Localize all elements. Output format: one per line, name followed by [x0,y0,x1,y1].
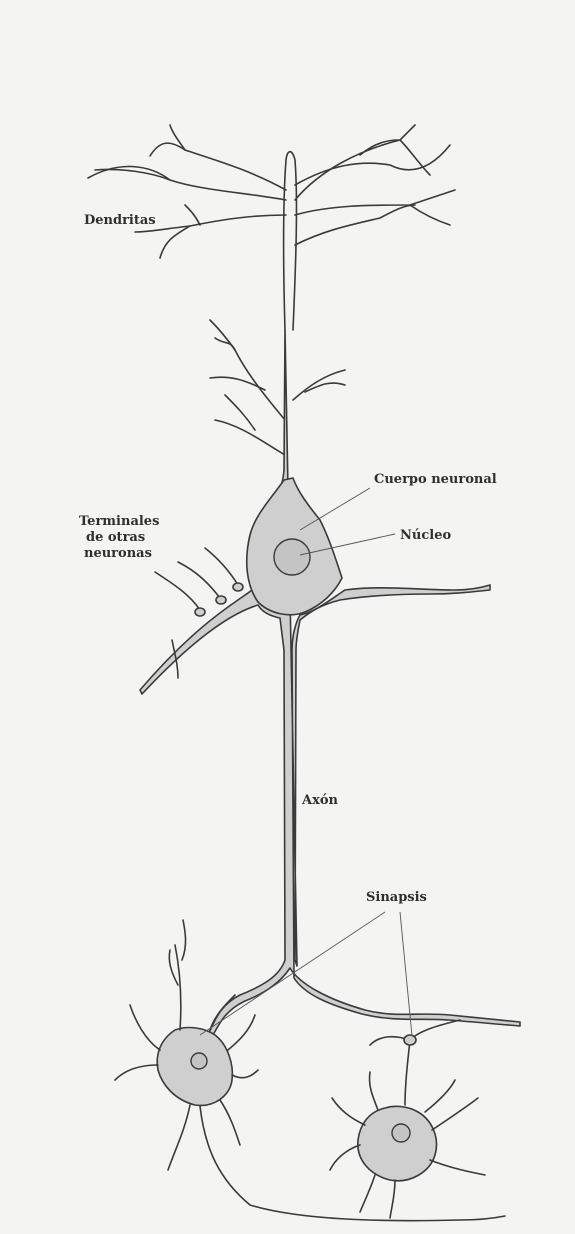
label-terminales-1: Terminales [79,514,159,529]
label-dendritas: Dendritas [84,213,156,228]
label-nucleo: Núcleo [400,528,451,543]
label-cuerpo-neuronal: Cuerpo neuronal [374,472,497,487]
label-terminales-3: neuronas [84,546,152,561]
lower-right-neuron [330,1020,485,1218]
mid-dendrites [210,320,345,455]
label-terminales-2: de otras [86,530,145,545]
label-sinapsis: Sinapsis [366,890,427,905]
lower-left-neuron [115,920,505,1221]
label-axon: Axón [302,793,338,808]
soma-axon [140,330,520,1037]
nucleus [274,539,310,575]
